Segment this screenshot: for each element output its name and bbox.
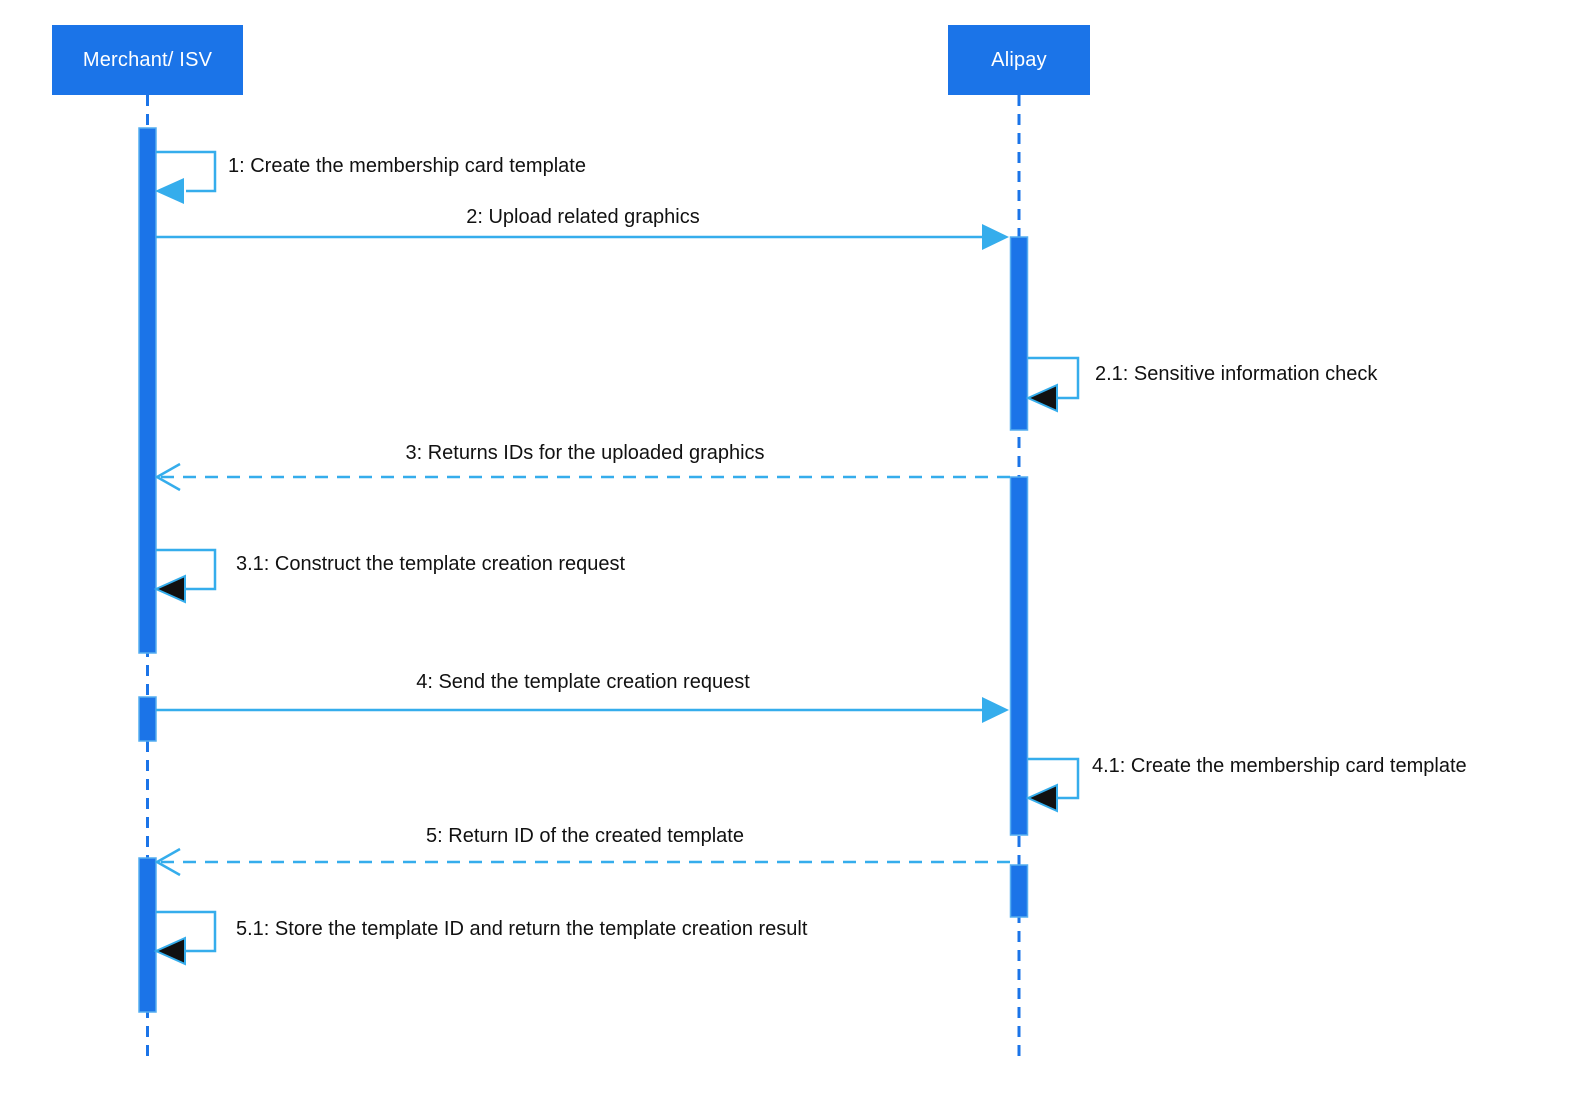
message-5-line	[154, 847, 1010, 877]
message-1-self-loop	[155, 150, 217, 204]
activation-bar-merchant-1	[138, 127, 157, 654]
arrow-right-icon	[982, 697, 1009, 723]
message-label-4-1: 4.1: Create the membership card template	[1092, 755, 1467, 777]
actor-box-merchant: Merchant/ ISV	[52, 25, 243, 95]
open-arrow-left-icon	[154, 847, 181, 877]
message-label-3-1: 3.1: Construct the template creation req…	[236, 553, 626, 575]
message-label-2-1: 2.1: Sensitive information check	[1095, 363, 1378, 385]
activation-bar-merchant-3	[138, 857, 157, 1013]
activation-bar-merchant-2	[138, 696, 157, 742]
message-label-5-1: 5.1: Store the template ID and return th…	[236, 918, 808, 940]
arrow-left-icon	[1025, 383, 1058, 413]
message-5-1-self-loop	[153, 910, 217, 966]
arrow-left-icon	[153, 936, 186, 966]
activation-bar-alipay-1	[1009, 236, 1029, 431]
activation-bar-alipay-2	[1009, 476, 1029, 836]
activation-bar-alipay-3	[1009, 864, 1029, 918]
message-label-3: 3: Returns IDs for the uploaded graphics	[405, 442, 765, 464]
arrow-left-icon	[153, 574, 186, 604]
arrow-left-icon	[1025, 783, 1058, 813]
message-2-line	[156, 224, 1009, 250]
open-arrow-left-icon	[154, 462, 181, 492]
message-4-1-self-loop	[1025, 757, 1080, 813]
arrow-right-icon	[982, 224, 1009, 250]
arrow-left-icon	[155, 178, 184, 204]
actor-label-alipay: Alipay	[991, 48, 1047, 71]
message-label-1: 1: Create the membership card template	[228, 155, 586, 177]
message-label-5: 5: Return ID of the created template	[426, 825, 744, 847]
message-3-1-self-loop	[153, 548, 217, 604]
message-2-1-self-loop	[1025, 356, 1080, 413]
message-label-4: 4: Send the template creation request	[416, 671, 750, 693]
actor-label-merchant: Merchant/ ISV	[82, 48, 213, 71]
message-label-2: 2: Upload related graphics	[466, 206, 700, 228]
actor-box-alipay: Alipay	[948, 25, 1090, 95]
message-4-line	[156, 697, 1009, 723]
message-3-line	[154, 462, 1010, 492]
